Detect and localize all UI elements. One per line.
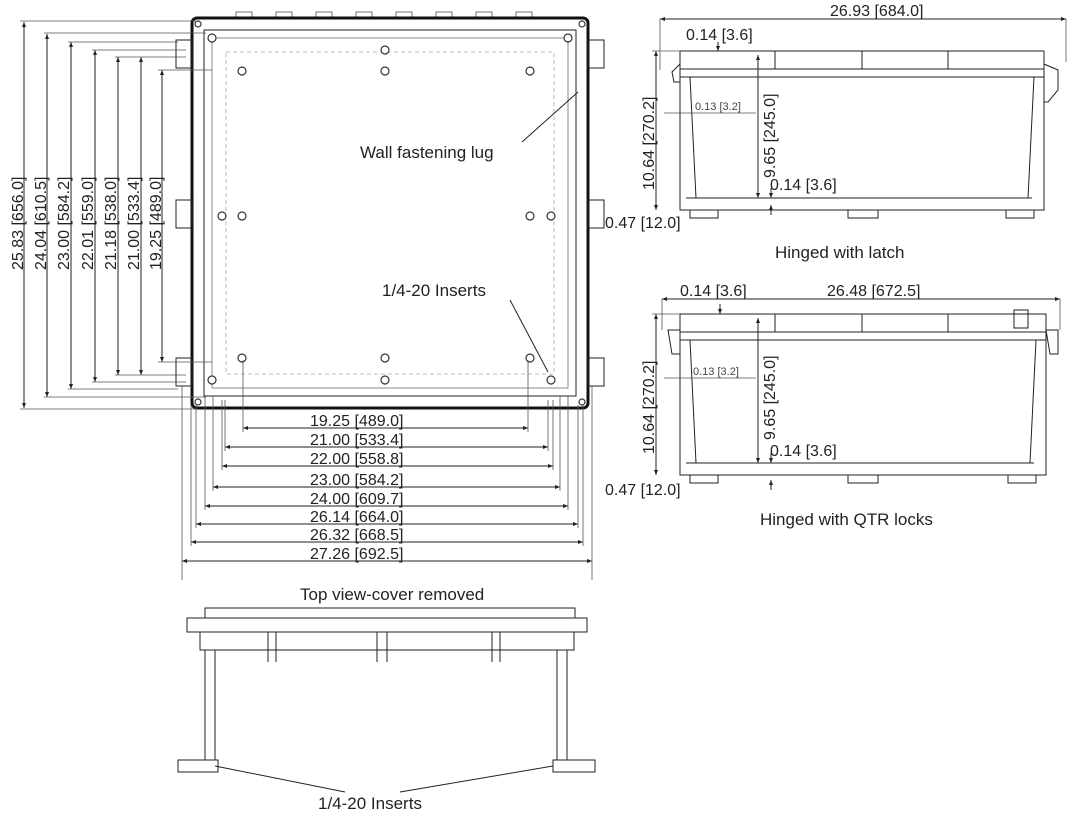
dim-h-7: 27.26 [692.5] — [310, 546, 403, 563]
qtr-wall: 0.13 [3.2] — [693, 366, 739, 378]
dim-h-4: 24.00 [609.7] — [310, 491, 403, 508]
dim-h-5: 26.14 [664.0] — [310, 509, 403, 526]
qtr-overall-height: 10.64 [270.2] — [641, 361, 658, 454]
top-view: Wall fastening lug 1/4-20 Inserts 25.83 … — [10, 11, 605, 604]
latch-wall: 0.13 [3.2] — [695, 101, 741, 113]
dim-v-6: 19.25 [489.0] — [148, 177, 165, 270]
dim-v-0: 25.83 [656.0] — [10, 177, 27, 270]
qtr-view: 26.48 [672.5] 0.14 [3.6] 0.13 [3.2] 9.65… — [605, 283, 1061, 529]
qtr-floor: 0.14 [3.6] — [770, 443, 837, 460]
qtr-overall-width: 26.48 [672.5] — [827, 283, 920, 300]
latch-caption: Hinged with latch — [775, 243, 904, 262]
dim-h-3: 23.00 [584.2] — [310, 472, 403, 489]
latch-overall-width: 26.93 [684.0] — [830, 3, 923, 20]
latch-foot: 0.47 [12.0] — [605, 215, 681, 232]
latch-inner-height: 9.65 [245.0] — [762, 93, 779, 178]
qtr-foot: 0.47 [12.0] — [605, 482, 681, 499]
callout-wall-fastening-lug: Wall fastening lug — [360, 143, 494, 162]
latch-view: 26.93 [684.0] 0.14 [3.6] 0.13 [3.2] 9.65… — [605, 3, 1067, 262]
latch-overall-height: 10.64 [270.2] — [641, 97, 658, 190]
dim-h-0: 19.25 [489.0] — [310, 413, 403, 430]
dim-h-2: 22.00 [558.8] — [310, 451, 403, 468]
side-view: 1/4-20 Inserts — [177, 607, 596, 813]
dim-h-1: 21.00 [533.4] — [310, 432, 403, 449]
dim-v-5: 21.00 [533.4] — [126, 177, 143, 270]
wall-fastening-lugs — [175, 39, 605, 387]
dim-v-2: 23.00 [584.2] — [56, 177, 73, 270]
vertical-dimensions: 25.83 [656.0] 24.04 [610.5] 23.00 [584.2… — [10, 20, 212, 410]
dim-v-4: 21.18 [538.0] — [103, 177, 120, 270]
callout-inserts-top: 1/4-20 Inserts — [382, 281, 486, 300]
callout-inserts-side: 1/4-20 Inserts — [318, 794, 422, 813]
dim-v-3: 22.01 [559.0] — [80, 177, 97, 270]
latch-floor: 0.14 [3.6] — [770, 177, 837, 194]
dim-v-1: 24.04 [610.5] — [33, 177, 50, 270]
qtr-lid-gap: 0.14 [3.6] — [680, 283, 747, 300]
horizontal-dimensions: 19.25 [489.0] 21.00 [533.4] 22.00 [558.8… — [181, 360, 593, 580]
qtr-inner-height: 9.65 [245.0] — [762, 355, 779, 440]
top-view-caption: Top view-cover removed — [300, 585, 484, 604]
qtr-caption: Hinged with QTR locks — [760, 510, 933, 529]
latch-lid-gap: 0.14 [3.6] — [686, 27, 753, 44]
dim-h-6: 26.32 [668.5] — [310, 527, 403, 544]
insert-holes — [194, 20, 586, 406]
